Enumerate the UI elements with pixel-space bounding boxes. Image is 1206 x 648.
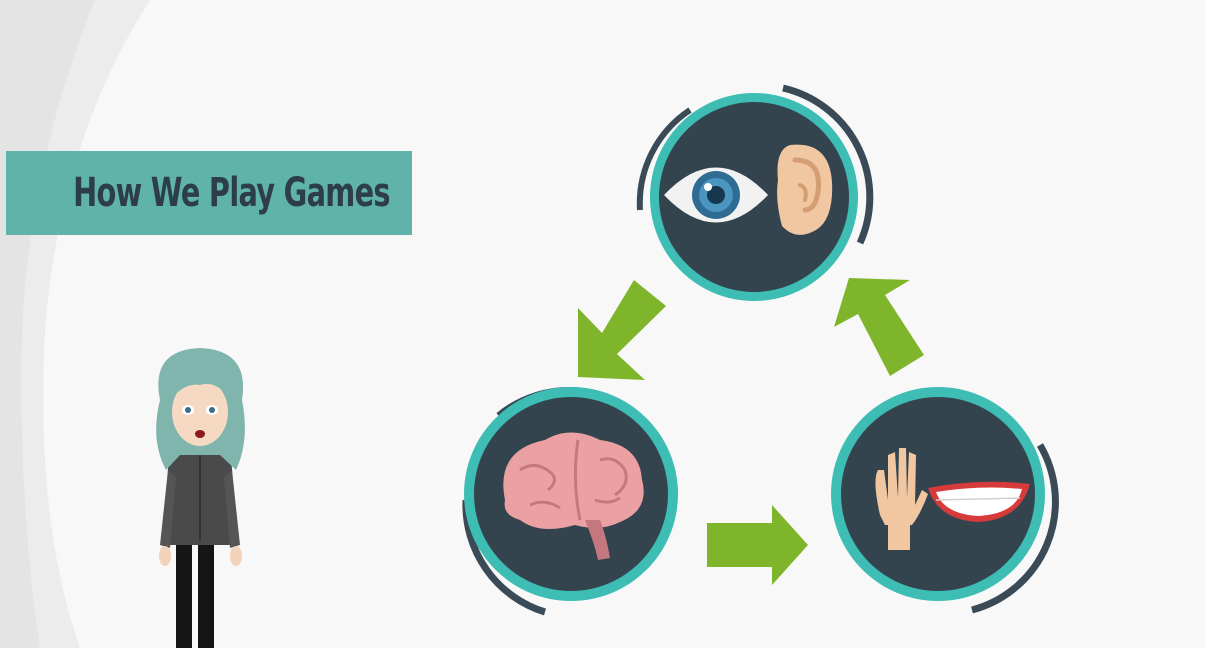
page-title: How We Play Games <box>73 170 390 216</box>
avatar-character <box>156 348 245 648</box>
character-right-pupil <box>209 407 215 413</box>
character-right-hand <box>230 546 242 566</box>
character-right-leg <box>198 540 214 648</box>
eye-icon <box>664 167 768 223</box>
arrow-actions-to-senses <box>834 278 924 376</box>
character-left-arm <box>160 470 176 548</box>
hand-icon <box>875 448 928 550</box>
senses-outer-arc <box>782 84 874 245</box>
ear-icon <box>777 144 833 235</box>
brain-icon <box>503 432 644 560</box>
title-banner: How We Play Games <box>6 151 412 235</box>
character-right-arm <box>224 470 240 548</box>
node-actions <box>831 387 1059 614</box>
character-left-leg <box>176 540 192 648</box>
mouth-icon <box>928 481 1030 522</box>
character-mouth <box>195 430 205 438</box>
character-left-hand <box>159 546 171 566</box>
arrow-senses-to-brain <box>578 280 666 380</box>
senses-outer-arc-left <box>636 107 692 211</box>
node-brain <box>462 386 678 616</box>
character-face <box>172 378 228 446</box>
character-left-pupil <box>185 407 191 413</box>
node-senses <box>636 84 874 301</box>
arrow-brain-to-actions <box>707 505 808 585</box>
brain-outer-arc <box>462 499 547 616</box>
actions-outer-arc <box>971 443 1059 614</box>
character-bangs <box>170 361 231 400</box>
